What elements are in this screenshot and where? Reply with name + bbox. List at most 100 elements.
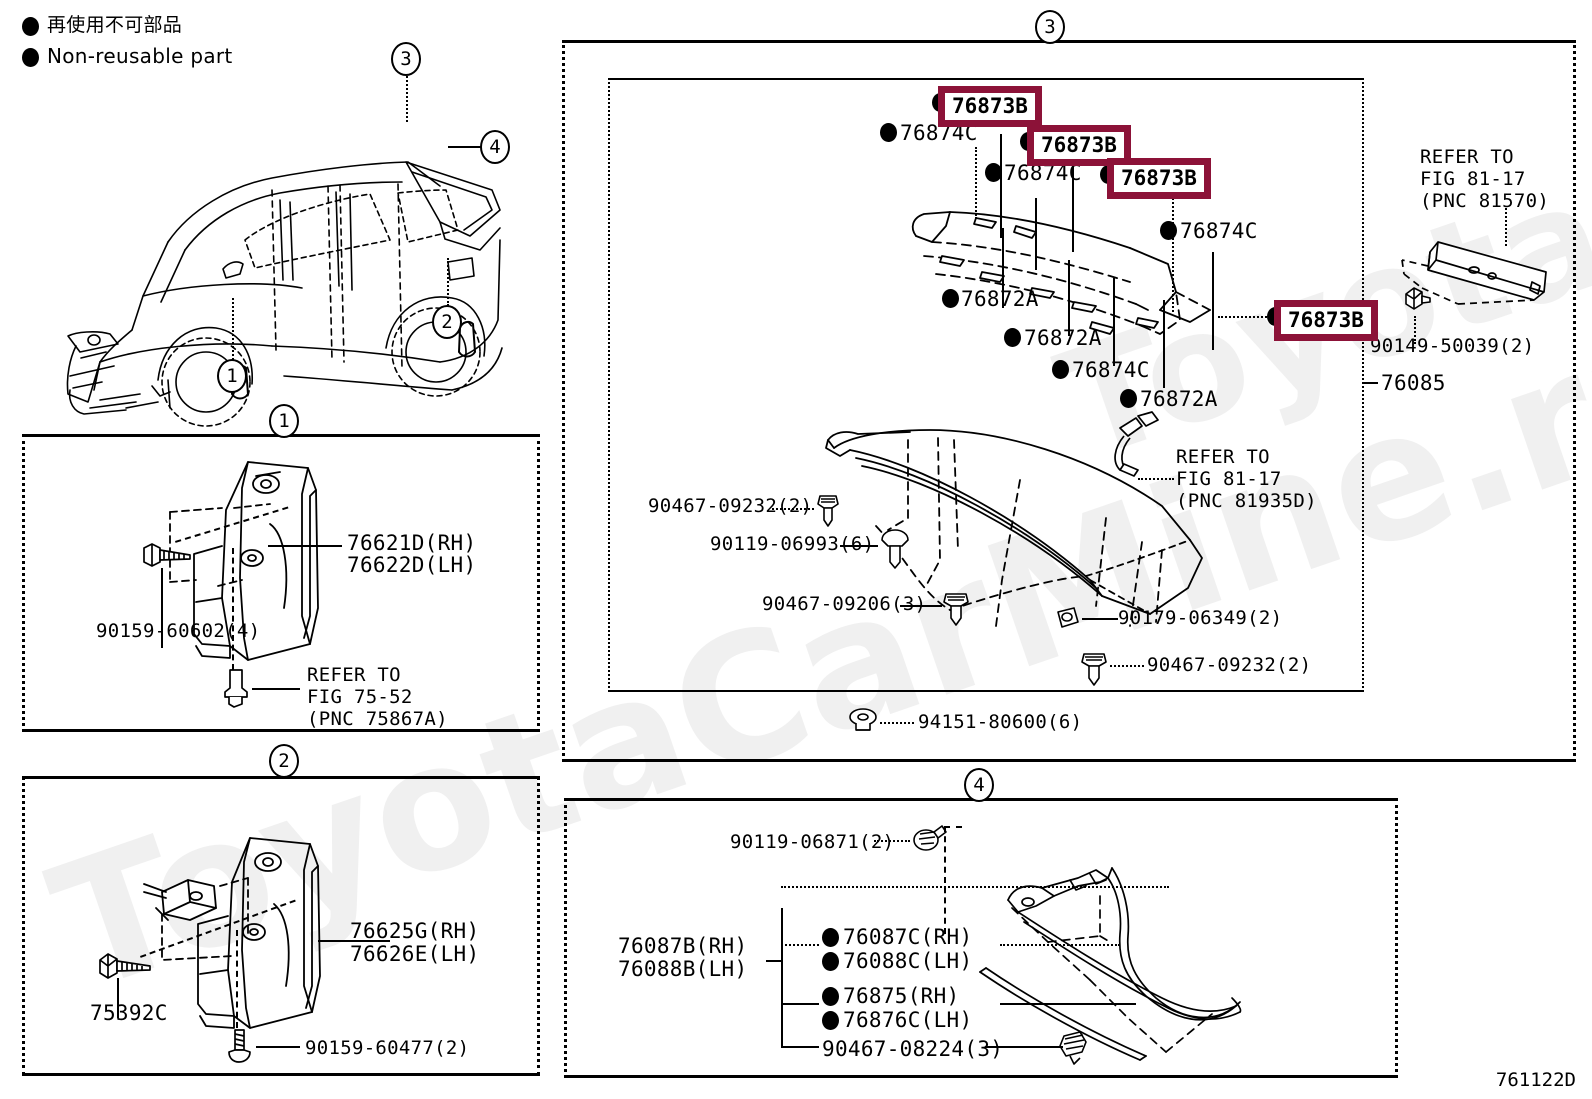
highlight-76873b-2[interactable]: 76873B (1027, 125, 1131, 166)
part-label-76872a-2: 76872A (1024, 326, 1102, 350)
clip-90467-09232-a-leader (772, 508, 814, 510)
panel-4-index[interactable]: 4 (964, 768, 994, 802)
assembly-76085-leader (1364, 382, 1378, 384)
clip-90119-06993-icon (876, 528, 914, 572)
clip-90119-06871-leader (874, 840, 910, 842)
callout-leader-1 (232, 298, 234, 360)
clip-90467-09232-b-leader (1110, 665, 1144, 667)
clip-90467-08224-icon (1056, 1026, 1092, 1066)
part-label-76875-rh: 76875(RH) (843, 984, 960, 1008)
part-leader-76087c-right (1000, 944, 1120, 946)
nonreusable-dot-icon (880, 123, 897, 142)
clip-90467-09206-icon (940, 588, 974, 630)
stem-76874c-1 (975, 147, 977, 219)
highlight-76873b-4[interactable]: 76873B (1274, 300, 1378, 341)
part-label-75392c: 75392C (90, 1001, 168, 1025)
part-leader-76621d (268, 545, 342, 547)
part-label-76085: 76085 (1381, 371, 1446, 395)
part-label-76625g-rh: 76625G(RH) (350, 919, 480, 943)
callout-leader-4 (448, 146, 488, 148)
clip-leader-dash (232, 548, 234, 670)
part-leader-90467-08224 (781, 1046, 819, 1048)
vehicle-illustration (40, 90, 540, 400)
stem-76872a-2 (1068, 260, 1070, 336)
nut-94151-80600-leader (880, 722, 914, 724)
stem-76874c-3 (1113, 278, 1115, 366)
part-label-90119-06993: 90119-06993(6) (710, 533, 875, 555)
refer-b-line-1: REFER TO (1176, 446, 1270, 468)
part-label-76872a-3: 76872A (1140, 387, 1218, 411)
rear-spoiler-bracket-drawing (1408, 230, 1568, 340)
nonreusable-dot-icon (22, 48, 39, 67)
vehicle-callout-2[interactable]: 2 (432, 305, 462, 339)
nonreusable-dot-icon (1052, 360, 1069, 379)
nut-94151-80600-icon (846, 706, 884, 740)
panel-2-mudguard-drawing (128, 820, 398, 1070)
part-label-76626e-lh: 76626E(LH) (350, 942, 480, 966)
bolt-leader-v (161, 568, 163, 648)
clip-90179-06349-leader (1082, 618, 1118, 620)
vehicle-callout-1[interactable]: 1 (217, 359, 247, 393)
stem-76873b-2 (1072, 162, 1074, 252)
part-label-90467-09232-b: 90467-09232(2) (1147, 654, 1312, 676)
refer-b-line-3: (PNC 81935D) (1176, 490, 1317, 512)
clip-90467-09232-b-icon (1078, 648, 1112, 690)
panel-2-index[interactable]: 2 (269, 744, 299, 778)
stem-76872a-3 (1163, 300, 1165, 388)
part-label-76872a-1: 76872A (961, 287, 1039, 311)
part-label-90149-50039: 90149-50039(2) (1370, 335, 1535, 357)
part-leader-76087c (781, 944, 819, 946)
part-label-76874c-3: 76874C (1072, 358, 1150, 382)
part-label-90467-09232-a: 90467-09232(2) (648, 495, 813, 517)
highlight-76873b-3[interactable]: 76873B (1107, 158, 1211, 199)
roof-spoiler-drawing (790, 400, 1210, 650)
screw-leader-h (256, 1046, 300, 1048)
panel-3-index[interactable]: 3 (1035, 10, 1065, 44)
part-label-76088c-lh: 76088C(LH) (843, 949, 973, 973)
callout-leader-3 (406, 72, 408, 122)
part-label-76621d-rh: 76621D(RH) (347, 531, 477, 555)
vehicle-callout-3[interactable]: 3 (391, 42, 421, 76)
clip-75392c-icon (96, 950, 156, 984)
group-label-76088b-lh: 76088B(LH) (618, 957, 748, 981)
part-label-76874c-4: 76874C (1180, 219, 1258, 243)
refer-81935d-leader (1138, 478, 1174, 480)
vehicle-callout-4[interactable]: 4 (480, 130, 510, 164)
panel-1-index[interactable]: 1 (269, 404, 299, 438)
part-label-76087c-rh: 76087C(RH) (843, 925, 973, 949)
clip-75392c-leader-v (117, 978, 119, 1018)
refer-a-line-3: (PNC 81570) (1420, 190, 1550, 212)
panel-4-inner-box-top (781, 886, 1169, 888)
part-label-94151-80600: 94151-80600(6) (918, 711, 1083, 733)
panel-3 (562, 40, 1576, 762)
bolt-90149-50039-icon (1400, 284, 1434, 318)
screw-leader-dash (236, 930, 238, 1028)
nonreusable-dot-icon (1120, 389, 1137, 408)
nonreusable-dot-icon (1160, 221, 1177, 240)
part-label-76622d-lh: 76622D(LH) (347, 553, 477, 577)
legend-jp-label: 再使用不可部品 (47, 14, 183, 36)
nonreusable-dot-icon (1004, 328, 1021, 347)
bolt-90159-60477-icon (224, 1028, 258, 1070)
part-leader-76875-right (1000, 1003, 1136, 1005)
highlight-76873b-1[interactable]: 76873B (938, 86, 1042, 127)
clip-90467-09232-a-icon (812, 490, 846, 532)
clip-90119-06871-guide-top (944, 826, 962, 828)
nonreusable-dot-icon (942, 289, 959, 308)
refer-line-3: (PNC 75867A) (307, 708, 448, 730)
clip-90119-06871-guide (944, 826, 946, 934)
nonreusable-dot-icon (822, 952, 839, 971)
callout-leader-2 (447, 258, 449, 306)
spoiler-wiring-connector-icon (1098, 408, 1178, 488)
part-label-90467-09206: 90467-09206(3) (762, 593, 927, 615)
refer-line-1: REFER TO (307, 664, 401, 686)
stem-76873b-3 (1172, 190, 1174, 312)
stem-76872a-1 (1002, 228, 1004, 308)
bolt-90159-60602-icon (138, 540, 198, 574)
refer-leader-75867a (252, 688, 300, 690)
stem-76874c-4 (1212, 252, 1214, 350)
refer-b-line-2: FIG 81-17 (1176, 468, 1282, 490)
clip-90119-06871-icon (908, 822, 950, 862)
part-leader-76875 (781, 1003, 819, 1005)
